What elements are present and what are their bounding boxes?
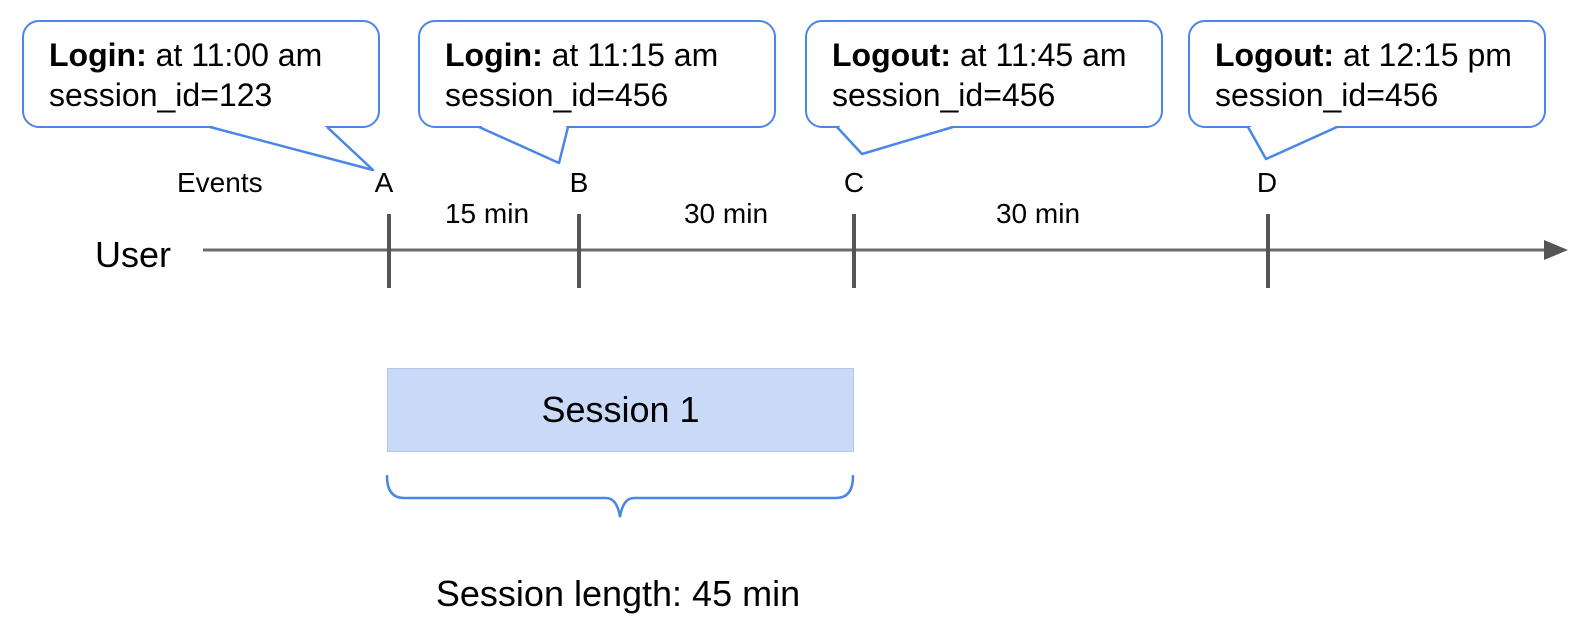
callout-line1: Login: at 11:15 am	[445, 35, 774, 75]
event-name: Logout:	[1215, 37, 1335, 73]
event-label-d: D	[1256, 167, 1278, 198]
event-name: Login:	[49, 37, 147, 73]
callout-tail-c-icon	[836, 125, 954, 156]
event-label-a: A	[374, 167, 394, 198]
callout-login-b: Login: at 11:15 am session_id=456	[418, 20, 776, 128]
arrowhead-icon	[1544, 240, 1568, 260]
interval-label-bc: 30 min	[683, 198, 769, 229]
event-time: at 11:00 am	[146, 37, 323, 73]
interval-label-cd: 30 min	[995, 198, 1081, 229]
callout-line2: session_id=456	[445, 77, 669, 113]
event-label-c: C	[843, 167, 865, 198]
user-axis-label: User	[95, 234, 172, 275]
events-label: Events	[177, 167, 263, 198]
session-length-label: Session length: 45 min	[435, 573, 801, 614]
session-1-box: Session 1	[387, 368, 854, 452]
interval-label-ab: 15 min	[444, 198, 530, 229]
event-name: Login:	[445, 37, 543, 73]
callout-line2: session_id=456	[832, 77, 1056, 113]
callout-logout-d: Logout: at 12:15 pm session_id=456	[1188, 20, 1546, 128]
callout-logout-c: Logout: at 11:45 am session_id=456	[805, 20, 1163, 128]
session-brace-icon	[385, 474, 855, 518]
callout-line1: Login: at 11:00 am	[49, 35, 378, 75]
event-time: at 12:15 pm	[1334, 37, 1512, 73]
event-label-b: B	[569, 167, 589, 198]
callout-line1: Logout: at 12:15 pm	[1215, 35, 1544, 75]
event-name: Logout:	[832, 37, 952, 73]
callout-login-a: Login: at 11:00 am session_id=123	[22, 20, 380, 128]
callout-tail-a-icon	[209, 125, 375, 172]
event-time: at 11:45 am	[951, 37, 1127, 73]
callout-tail-d-icon	[1246, 125, 1338, 161]
callout-tail-b-icon	[478, 125, 570, 165]
event-time: at 11:15 am	[542, 37, 719, 73]
callout-line1: Logout: at 11:45 am	[832, 35, 1161, 75]
callout-line2: session_id=456	[1215, 77, 1439, 113]
session-1-label: Session 1	[541, 389, 700, 430]
callout-line2: session_id=123	[49, 77, 273, 113]
